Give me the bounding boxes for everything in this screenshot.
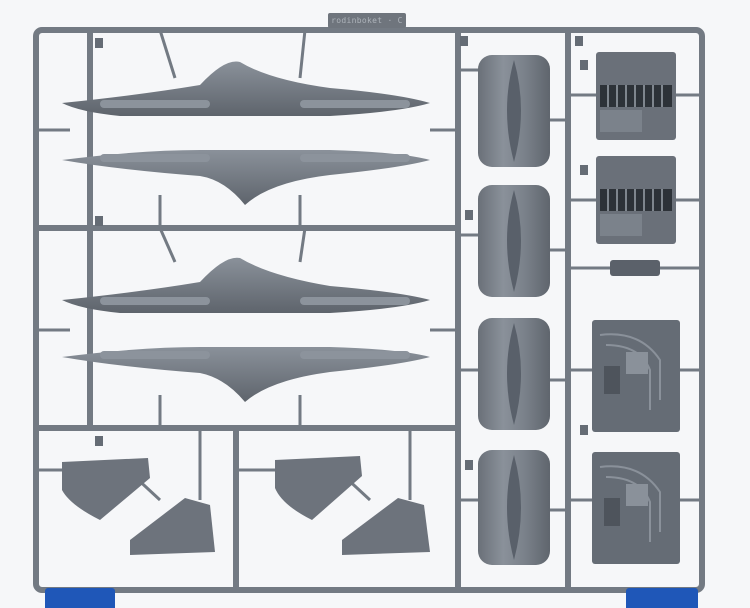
fuselage-half-lower-1: [62, 150, 430, 205]
blue-clip-left: [45, 588, 115, 608]
tail-fin-parts: [62, 456, 430, 555]
locator-tabs: [95, 36, 588, 470]
sprue-frame: [33, 27, 705, 593]
cockpit-panels: [592, 52, 680, 564]
sprue-maker-tag: rodinboket · C: [328, 13, 406, 28]
engine-pod-halves: [478, 55, 550, 565]
fuselage-half-upper-1: [62, 61, 430, 116]
blue-clip-right: [626, 588, 698, 608]
fuselage-half-lower-2: [62, 347, 430, 402]
fuselage-half-upper-2: [62, 257, 430, 313]
